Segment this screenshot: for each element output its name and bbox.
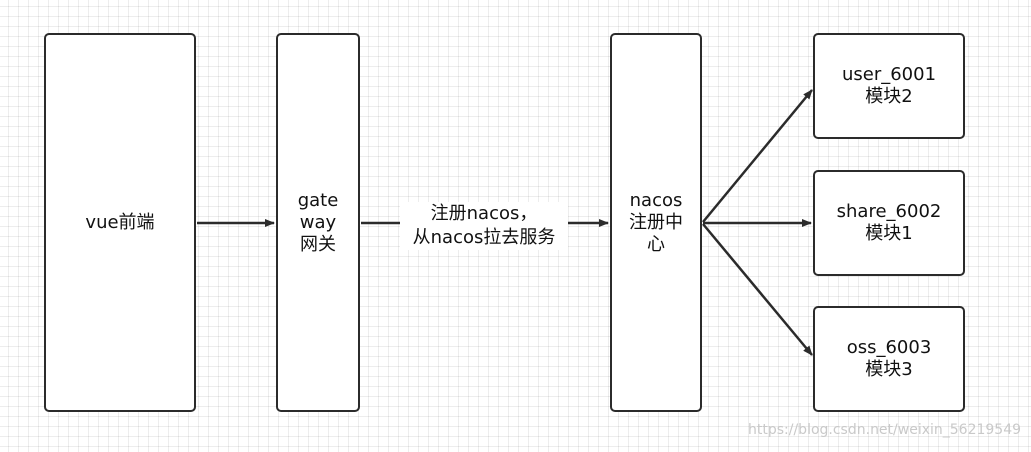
- gateway-label-line1: gate: [297, 189, 339, 211]
- gateway-label-line3: 网关: [300, 233, 336, 255]
- register-label-line2: 从nacos拉去服务: [412, 227, 556, 248]
- share-module-name: share_6002: [836, 201, 942, 222]
- nacos-label-line2: 注册中: [629, 211, 683, 233]
- user-module-name: user_6001: [841, 64, 937, 85]
- register-pull-label: 注册nacos， 从nacos拉去服务: [400, 202, 568, 250]
- share-module-node: share_6002 模块1: [813, 170, 965, 276]
- user-module-node: user_6001 模块2: [813, 33, 965, 139]
- nacos-registry-node: nacos 注册中 心: [610, 33, 702, 412]
- oss-module-name: oss_6003: [846, 337, 932, 358]
- arrow-nacos-to-oss: [702, 223, 813, 356]
- user-module-label: 模块2: [865, 86, 913, 107]
- register-label-line1: 注册nacos，: [430, 203, 538, 224]
- oss-module-label: 模块3: [865, 359, 913, 380]
- gateway-node: gate way 网关: [276, 33, 360, 412]
- oss-module-node: oss_6003 模块3: [813, 306, 965, 412]
- nacos-label-line3: 心: [647, 233, 665, 255]
- vue-frontend-label: vue前端: [85, 211, 155, 233]
- arrow-nacos-to-user: [702, 89, 813, 223]
- vue-frontend-node: vue前端: [44, 33, 196, 412]
- share-module-label: 模块1: [865, 223, 913, 244]
- watermark-url: https://blog.csdn.net/weixin_56219549: [748, 422, 1022, 438]
- gateway-label-line2: way: [299, 211, 337, 233]
- nacos-label-line1: nacos: [629, 189, 683, 211]
